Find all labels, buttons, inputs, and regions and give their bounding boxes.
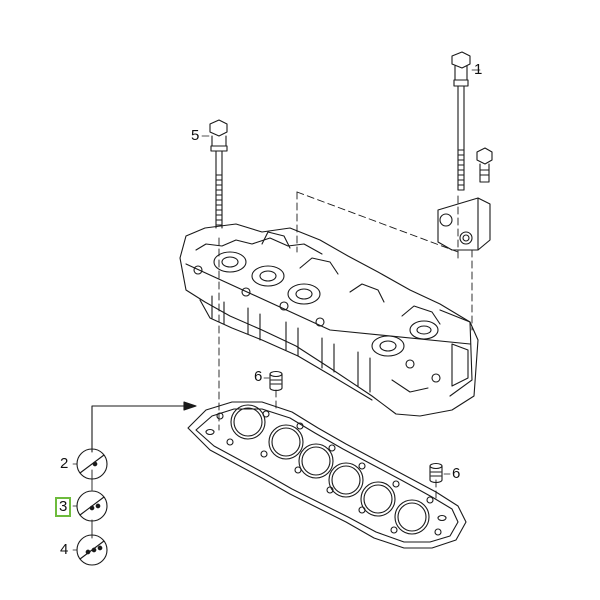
bracket-part[interactable] <box>437 197 491 251</box>
callout-5[interactable]: 5 <box>191 127 200 144</box>
callout-1[interactable]: 1 <box>474 61 483 78</box>
alignment-lines <box>218 191 473 501</box>
callout-4[interactable]: 4 <box>60 541 69 558</box>
long-bolt-part[interactable] <box>451 51 471 191</box>
stud-part[interactable] <box>476 147 493 183</box>
short-bolt-part[interactable] <box>209 119 228 229</box>
dowel-sleeve-top-part[interactable] <box>269 370 283 392</box>
callout-6-right[interactable]: 6 <box>452 465 461 482</box>
head-gasket-part[interactable] <box>187 401 467 549</box>
gasket-variant-3-symbol[interactable] <box>76 490 108 522</box>
gasket-variant-2-symbol[interactable] <box>76 448 108 480</box>
callout-6-top[interactable]: 6 <box>254 368 263 385</box>
gasket-variant-4-symbol[interactable] <box>76 534 108 566</box>
dowel-sleeve-right-part[interactable] <box>429 462 443 484</box>
leader-arrow <box>91 401 197 539</box>
callout-3-selected[interactable]: 3 <box>54 497 72 517</box>
callout-2[interactable]: 2 <box>60 455 69 472</box>
cylinder-head-part[interactable] <box>179 223 479 417</box>
